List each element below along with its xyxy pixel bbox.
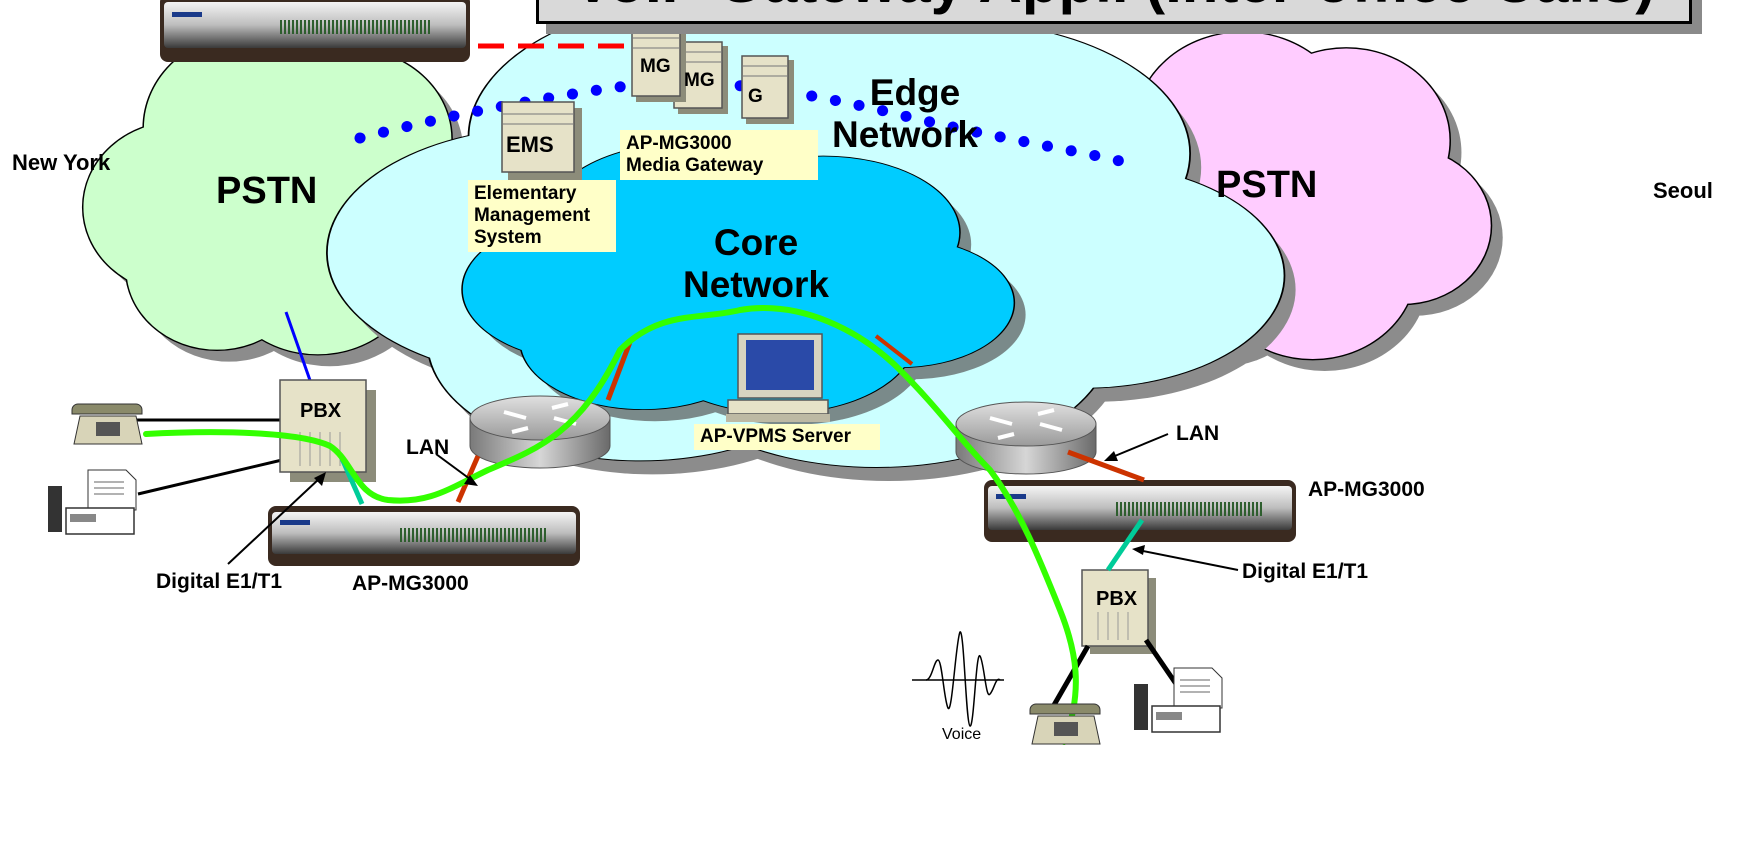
core-link-left: [605, 341, 633, 401]
edge-network-label: Edge Network: [820, 72, 990, 156]
fax-icon: [1134, 667, 1223, 733]
vpms-note: AP-VPMS Server: [694, 424, 880, 450]
telephone-icon: [1029, 703, 1101, 745]
mg-label-1: MG: [640, 56, 671, 77]
edge-network-line-2: Network: [832, 114, 978, 155]
mg-note-line-1: AP-MG3000: [626, 133, 732, 154]
ems-note-line-1: Elementary: [474, 183, 577, 204]
core-network-line-2: Network: [683, 264, 829, 305]
gateway-icon: [631, 27, 794, 124]
gateway-icon: [268, 506, 580, 566]
mg-note: AP-MG3000 Media Gateway: [620, 130, 818, 180]
gateway-icon: [160, 0, 470, 62]
lan-label-left: LAN: [406, 436, 450, 459]
pbx-icon: [1081, 569, 1156, 654]
gateway-icon: [984, 480, 1296, 542]
core-network-line-1: Core: [713, 222, 799, 263]
voice-path: [143, 305, 1079, 745]
voice-label: Voice: [942, 726, 982, 743]
server-icon: [501, 101, 582, 180]
title-box: VoIP Gateway Appl. (Inter-office Calls): [536, 0, 1692, 24]
pstn-label-right: PSTN: [1216, 164, 1318, 206]
city-label-right: Seoul: [1653, 178, 1713, 203]
digital-label-left: Digital E1/T1: [156, 570, 283, 593]
ems-note-line-2: Management: [474, 205, 591, 226]
fax-link: [137, 458, 283, 496]
ems-label: EMS: [506, 132, 554, 157]
lan-link-right: [1067, 449, 1145, 483]
fax-icon: [48, 469, 137, 535]
core-network-label: Core Network: [666, 222, 846, 306]
gateway-label-right: AP-MG3000: [1308, 478, 1425, 501]
pstn-label-left: PSTN: [216, 170, 318, 212]
telephone-icon: [71, 403, 143, 445]
mg-note-line-2: Media Gateway: [626, 155, 764, 176]
lan-label-right: LAN: [1176, 422, 1220, 445]
gateway-label-left: AP-MG3000: [352, 572, 469, 595]
mg-label-3: G: [748, 86, 763, 107]
ems-note-line-3: System: [474, 227, 542, 248]
city-label-left: New York: [12, 150, 111, 175]
pbx-icon: [279, 379, 376, 482]
pbx-label-right: PBX: [1096, 588, 1138, 610]
mg-label-2: MG: [684, 70, 715, 91]
phone-link: [1047, 644, 1091, 714]
e1-link-right: [1105, 518, 1145, 572]
ems-note: Elementary Management System: [468, 180, 616, 252]
router-icon: [469, 395, 611, 469]
diagram-title: VoIP Gateway Appl. (Inter-office Calls): [539, 0, 1689, 16]
server-icon: [726, 333, 830, 422]
digital-label-right: Digital E1/T1: [1242, 560, 1369, 583]
voice-waveform-icon: [912, 631, 1004, 727]
arrow-icon: [227, 433, 1239, 571]
router-icon: [955, 401, 1097, 475]
core-link-right: [874, 334, 914, 366]
edge-network-line-1: Edge: [869, 72, 961, 113]
pstn-trunk-link: [284, 311, 314, 387]
pbx-label-left: PBX: [300, 400, 342, 422]
